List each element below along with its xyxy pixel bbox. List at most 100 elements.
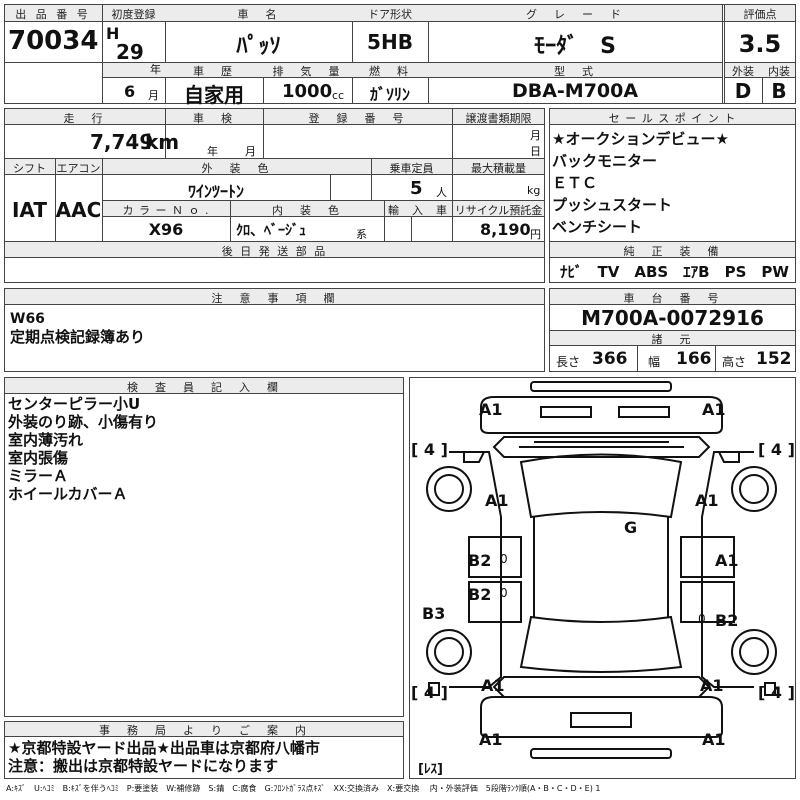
cc-unit: cc: [332, 89, 345, 102]
ac: AAC: [55, 198, 102, 222]
notes-label: 注 意 事 項 欄: [211, 292, 338, 305]
spec-frame: [4, 108, 545, 283]
damage-mark: [ 4 ]: [758, 440, 795, 459]
legend: A:ｷｽﾞ U:ﾍｺﾐ B:ｷｽﾞを伴うﾍｺﾐ P:要塗装 W:補修跡 S:錆 …: [6, 784, 601, 793]
sales-frame: [549, 108, 796, 283]
inspector-frame: [4, 377, 404, 717]
door-type: 5HB: [367, 30, 413, 54]
mileage-label: 走 行: [63, 112, 106, 125]
inspector-lines: センターピラー小U 外装のり跡、小傷有り 室内薄汚れ 室内張傷 ミラーＡ ホイー…: [8, 395, 158, 503]
damage-mark: A1: [715, 551, 739, 570]
damage-mark: B3: [422, 604, 446, 623]
reg-year: 29: [116, 40, 144, 64]
history-label: 車 歴: [193, 65, 235, 78]
header-frame: [4, 4, 796, 104]
ext-grade: D: [734, 79, 752, 103]
inspection-label: 車 検: [193, 112, 235, 125]
inspector-line: 外装のり跡、小傷有り: [8, 413, 159, 431]
note-line: 定期点検記録簿あり: [10, 328, 146, 346]
sales-item: ベンチシート: [552, 218, 643, 236]
transfer-label: 譲渡書類期限: [465, 112, 532, 125]
door-label: ドア形状: [368, 8, 412, 21]
insp-year-unit: 年: [207, 145, 218, 158]
shift-label: シフト: [13, 162, 46, 175]
year-unit: 年: [150, 63, 161, 76]
res-mark: [ﾚｽ]: [418, 762, 443, 777]
int-label: 内装: [768, 65, 790, 78]
model-label: 型 式: [554, 65, 596, 78]
damage-mark: G: [624, 518, 638, 537]
ext-color: ﾜｲﾝﾂｰﾄﾝ: [187, 182, 244, 201]
equip-value: ﾅﾋﾞ TV ABS ｴｱB PS PW: [560, 263, 789, 281]
lot-label: 出 品 番 号: [15, 8, 91, 21]
chassis-label: 車 台 番 号: [623, 292, 722, 305]
ac-label: エアコン: [56, 162, 101, 175]
int-color: ｸﾛ、ﾍﾞｰｼﾞｭ: [236, 223, 306, 239]
int-grade: B: [771, 79, 787, 103]
damage-mark: [ 4 ]: [758, 683, 795, 702]
height-label: 高さ: [722, 355, 747, 369]
mileage: 7,749: [90, 130, 154, 154]
grade-label: グ レ ー ド: [526, 8, 624, 21]
notes-lines: W66 定期点検記録簿あり: [10, 310, 145, 346]
model: DBA-M700A: [511, 80, 639, 102]
spec-label: 諸 元: [651, 333, 694, 346]
office-line: 注意：搬出は京都特設ヤードになります: [8, 757, 279, 775]
diagram-frame: [409, 377, 796, 779]
int-color-label: 内 装 色: [272, 204, 342, 217]
width: 166: [676, 349, 712, 369]
damage-mark: A1: [479, 400, 503, 419]
km-unit: km: [145, 130, 180, 154]
later-parts-label: 後 日 発 送 部 品: [221, 245, 328, 258]
car-name-label: 車 名: [237, 8, 280, 21]
notes-frame: [4, 288, 545, 372]
office-frame: [4, 721, 404, 779]
person-unit: 人: [436, 186, 447, 199]
damage-mark: [ 4 ]: [411, 440, 448, 459]
sales-points: ★オークションデビュー★ バックモニター ＥＴＣ プッシュスタート ベンチシート: [552, 128, 729, 238]
grade: ﾓｰﾀﾞ S: [534, 34, 616, 59]
color-no: X96: [148, 220, 184, 239]
small-mark: 0: [500, 552, 508, 566]
lot-number: 70034: [8, 26, 99, 56]
height: 152: [756, 349, 792, 369]
import-label: 輸 入 車: [388, 204, 448, 217]
sales-item: ★オークションデビュー★: [552, 130, 729, 148]
displacement: 1000: [282, 81, 333, 102]
width-label: 幅: [648, 355, 661, 369]
damage-mark: B2: [715, 611, 739, 630]
office-line: ★京都特設ヤード出品★出品車は京都府八幡市: [8, 739, 320, 757]
damage-mark: A1: [479, 730, 503, 749]
damage-mark: B2: [468, 551, 492, 570]
load-label: 最大積載量: [471, 162, 526, 175]
month-unit: 月: [148, 89, 159, 102]
color-no-label: カ ラ ー Ｎ ｏ .: [122, 204, 210, 217]
capacity-label: 乗車定員: [389, 162, 434, 175]
sales-item: ＥＴＣ: [552, 174, 598, 192]
damage-mark: [ 4 ]: [411, 683, 448, 702]
reg-month: 6: [124, 82, 136, 101]
office-label: 事 務 局 よ り ご 案 内: [99, 724, 309, 737]
office-lines: ★京都特設ヤード出品★出品車は京都府八幡市 注意：搬出は京都特設ヤードになります: [8, 739, 320, 775]
sales-item: プッシュスタート: [552, 196, 673, 214]
history: 自家用: [184, 83, 244, 107]
damage-mark: B2: [468, 585, 492, 604]
small-mark: 0: [698, 612, 706, 626]
damage-mark: A1: [702, 400, 726, 419]
inspector-line: 室内薄汚れ: [8, 431, 84, 449]
fuel-label: 燃 料: [369, 65, 411, 78]
chassis-number: M700A-0072916: [581, 306, 764, 330]
transfer-month-unit: 月: [530, 129, 541, 142]
kg-unit: kg: [527, 184, 541, 197]
equip-label: 純 正 装 備: [623, 245, 722, 258]
inspector-line: 室内張傷: [8, 449, 69, 467]
ext-color-label: 外 装 色: [201, 162, 272, 175]
yen-unit: 円: [530, 228, 541, 241]
transfer-day-unit: 日: [530, 145, 541, 158]
inspector-line: ミラーＡ: [8, 467, 69, 485]
fuel: ｶﾞｿﾘﾝ: [369, 85, 410, 104]
inspector-label: 検 査 員 記 入 欄: [127, 381, 281, 394]
registration-label: 登 録 番 号: [308, 112, 407, 125]
length-label: 長さ: [556, 355, 581, 369]
insp-month-unit: 月: [245, 145, 256, 158]
